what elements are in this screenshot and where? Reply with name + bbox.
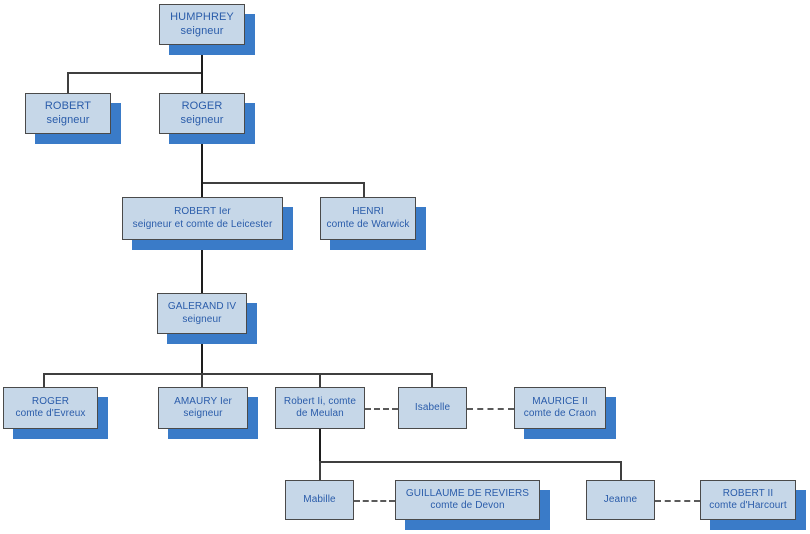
connector-to-roger (201, 72, 203, 93)
connector-galerand-bus (43, 373, 433, 375)
connector-galerand-stem (201, 334, 203, 374)
node-label-primary: AMAURY Ier (174, 395, 232, 407)
node-label-secondary: seigneur (180, 113, 224, 126)
node-label-primary: Robert Ii, comte (283, 395, 357, 407)
node-label-secondary: seigneur (183, 408, 223, 419)
node-label-secondary: seigneur (182, 313, 222, 325)
node-label-primary: HENRI (352, 206, 384, 218)
node-label-secondary: comte de Warwick (326, 218, 410, 230)
connector-to-robert-ii (319, 373, 321, 387)
spouse-link-isabelle-maurice (467, 408, 514, 410)
connector-to-henri (363, 182, 365, 197)
spouse-link-mabille-guillaume (354, 500, 395, 502)
connector-to-robert (67, 72, 69, 93)
connector-roger-stem (201, 134, 203, 184)
node-label-primary: Mabille (303, 493, 336, 505)
connector-robertii-stem (319, 429, 321, 463)
node-label-secondary: seigneur (46, 113, 90, 126)
connector-to-roger-evreux (43, 373, 45, 387)
connector-to-amaury (201, 373, 203, 387)
node-isabelle[interactable]: Isabelle (398, 387, 467, 429)
node-label-primary: ROBERT II (722, 487, 774, 499)
node-label-primary: ROGER (31, 395, 70, 407)
connector-to-robert1er (201, 182, 203, 197)
node-label-secondary: seigneur (180, 24, 224, 37)
connector-robertii-bus (319, 461, 621, 463)
node-label-secondary: comte de Craon (523, 408, 597, 419)
node-label-primary: ROBERT Ier (174, 206, 231, 218)
node-label-secondary: comte d'Evreux (15, 408, 86, 419)
node-label-primary: ROBERT (44, 100, 92, 113)
node-label-primary: GUILLAUME DE REVIERS (405, 487, 530, 499)
node-label-secondary: comte de Devon (430, 500, 505, 511)
connector-humphrey-stem (201, 45, 203, 74)
node-label-secondary: comte d'Harcourt (709, 500, 787, 511)
node-label-primary: Isabelle (414, 401, 451, 413)
spouse-link-jeanne-robert2 (655, 500, 700, 502)
connector-roger-bus (201, 182, 365, 184)
connector-to-jeanne (620, 461, 622, 480)
node-label-primary: Jeanne (603, 493, 638, 505)
connector-to-mabille (319, 461, 321, 480)
node-label-secondary: de Meulan (296, 408, 344, 419)
node-label-primary: MAURICE II (532, 395, 588, 407)
connector-robert1er-to-galerand (201, 240, 203, 293)
connector-humphrey-bus (67, 72, 203, 74)
node-label-primary: GALERAND IV (167, 301, 237, 313)
node-mabille[interactable]: Mabille (285, 480, 354, 520)
node-label-primary: ROGER (181, 100, 223, 113)
connector-to-isabelle (431, 373, 433, 387)
node-jeanne[interactable]: Jeanne (586, 480, 655, 520)
node-label-primary: HUMPHREY (170, 11, 234, 24)
node-label-secondary: seigneur et comte de Leicester (132, 218, 273, 230)
spouse-link-robertii-isabelle (365, 408, 398, 410)
